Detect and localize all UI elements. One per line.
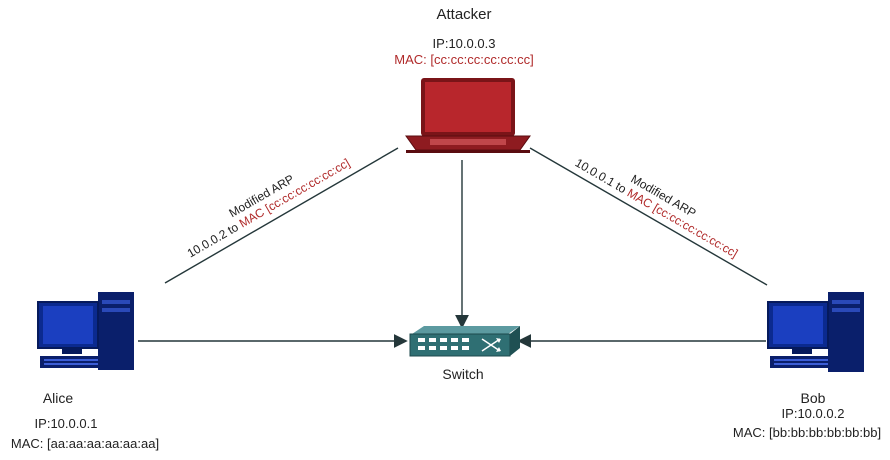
attacker-laptop-icon [405, 78, 531, 153]
bob-to-attacker-line [529, 147, 768, 286]
bob-mac: MAC: [bb:bb:bb:bb:bb:bb] [732, 425, 882, 440]
alice-ip: IP:10.0.0.1 [34, 416, 98, 431]
alice-name: Alice [42, 390, 74, 406]
switch-icon [409, 326, 520, 357]
alice-to-attacker-line [164, 147, 399, 284]
attacker-name: Attacker [436, 6, 492, 23]
attacker-mac: MAC: [cc:cc:cc:cc:cc:cc] [394, 52, 534, 67]
bob-name: Bob [800, 390, 826, 406]
alice-mac: MAC: [aa:aa:aa:aa:aa:aa] [10, 436, 160, 451]
bob-ip: IP:10.0.0.2 [781, 406, 845, 421]
alice-computer-icon [37, 292, 134, 370]
bob-computer-icon [767, 292, 864, 372]
switch-label: Switch [442, 366, 484, 382]
attacker-ip: IP:10.0.0.3 [432, 36, 496, 51]
